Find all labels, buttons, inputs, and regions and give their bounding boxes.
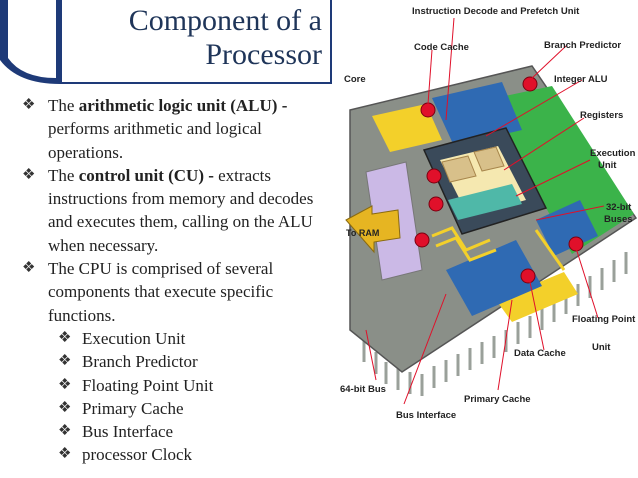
bullet-alu-bold: arithmetic logic unit (ALU) - <box>78 96 288 115</box>
label-registers: Registers <box>580 110 623 121</box>
label-primary-cache: Primary Cache <box>464 394 531 405</box>
sub-bullet-item: ❖Primary Cache <box>22 397 337 420</box>
callout-dot-code-cache <box>420 102 436 118</box>
bullet-cu-bold: control unit (CU) - <box>78 165 214 185</box>
slide-title: Component of a Processor <box>129 4 322 72</box>
slide-body: ❖ The arithmetic logic unit (ALU) - perf… <box>22 94 337 467</box>
label-execution-unit-2: Unit <box>598 160 617 171</box>
sub-bullet-item: ❖Bus Interface <box>22 420 337 443</box>
bullet-cu-text: extracts instructions from memory and de… <box>48 165 314 255</box>
callout-dot-data-cache <box>520 268 536 284</box>
callout-dot-to-ram <box>414 232 430 248</box>
tan-chip <box>473 146 505 172</box>
callout-dot-floating-point <box>568 236 584 252</box>
bullet-alu-text: performs arithmetic and logical operatio… <box>48 119 262 162</box>
label-floating-point-1: Floating Point <box>572 314 636 325</box>
diamond-bullet-icon: ❖ <box>58 399 72 416</box>
processor-pins <box>362 252 628 396</box>
diamond-bullet-icon: ❖ <box>22 97 36 113</box>
bullet-components: ❖ The CPU is comprised of several compon… <box>22 257 337 327</box>
diamond-bullet-icon: ❖ <box>58 353 72 370</box>
callout-dots <box>414 76 584 284</box>
callout-dot-execution <box>428 196 444 212</box>
bullet-components-text: The CPU is comprised of several componen… <box>48 259 274 325</box>
diagram-labels: Instruction Decode and Prefetch Unit Cod… <box>340 6 636 421</box>
diamond-bullet-icon: ❖ <box>58 446 72 463</box>
label-integer-alu: Integer ALU <box>554 74 608 85</box>
teal-strip <box>448 184 522 220</box>
label-code-cache: Code Cache <box>414 42 469 53</box>
diamond-bullet-icon: ❖ <box>58 376 72 393</box>
bus-traces <box>431 226 566 271</box>
callout-dot-registers <box>426 168 442 184</box>
label-execution-unit-1: Execution <box>590 148 636 159</box>
callout-lines <box>365 17 605 405</box>
yellow-block <box>496 272 578 322</box>
blue-panel <box>446 240 542 316</box>
title-line-1: Component of a <box>128 4 322 37</box>
diamond-bullet-icon: ❖ <box>22 260 36 277</box>
bullet-cu: ❖ The control unit (CU) - extracts instr… <box>22 165 314 255</box>
title-line-2: Processor <box>205 38 322 71</box>
label-floating-point-2: Unit <box>592 342 611 353</box>
label-buses-2: Buses <box>604 214 633 225</box>
processor-diagram: To RAM Instruction Decode and Prefetch U… <box>340 6 638 421</box>
sub-bullet-item: ❖processor Clock <box>22 443 337 466</box>
label-to-ram: To RAM <box>346 228 379 238</box>
to-ram-arrow <box>345 205 401 254</box>
sub-bullet-item: ❖Execution Unit <box>22 327 337 350</box>
callout-dot-branch-predictor <box>522 76 538 92</box>
diamond-bullet-icon: ❖ <box>58 329 72 346</box>
sub-bullet-item: ❖Floating Point Unit <box>22 374 337 397</box>
sub-bullet-item: ❖Branch Predictor <box>22 350 337 373</box>
label-buses-1: 32-bit <box>606 202 632 213</box>
label-bus-interface: Bus Interface <box>396 410 456 421</box>
label-64-bit-bus: 64-bit Bus <box>340 384 386 395</box>
label-core: Core <box>344 74 366 85</box>
title-box: Component of a Processor <box>60 0 332 84</box>
tan-chip <box>441 155 477 183</box>
decorative-arc <box>0 0 60 84</box>
diamond-bullet-icon: ❖ <box>58 423 72 440</box>
diamond-bullet-icon: ❖ <box>22 166 36 183</box>
green-zone <box>486 86 634 254</box>
bullet-alu: ❖ The arithmetic logic unit (ALU) - perf… <box>22 96 288 162</box>
label-instruction-decode: Instruction Decode and Prefetch Unit <box>412 6 580 17</box>
label-data-cache: Data Cache <box>514 348 566 359</box>
label-branch-predictor: Branch Predictor <box>544 40 621 51</box>
